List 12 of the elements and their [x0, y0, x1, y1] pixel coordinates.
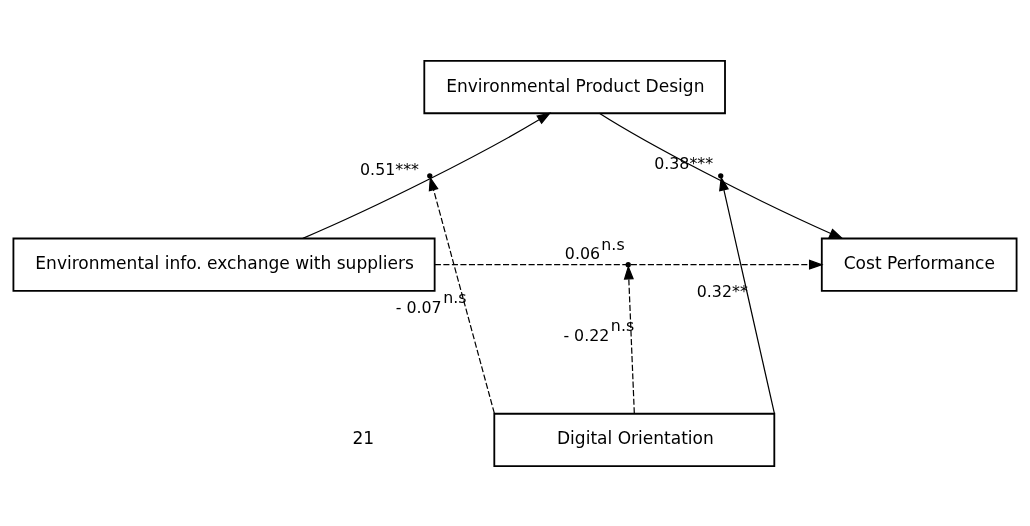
arrow [428, 175, 495, 414]
node-box: Environmental info. exchange with suppliers [12, 237, 436, 292]
arrow [719, 175, 775, 414]
node-box: Environmental Product Design [423, 59, 726, 114]
arrow [623, 264, 635, 414]
node-box: Digital Orientation [493, 412, 776, 467]
arrow [302, 111, 552, 239]
arrow [598, 112, 844, 239]
label: 21 [352, 427, 375, 448]
arrow [434, 259, 824, 270]
edge-label: 0.51*** [360, 159, 420, 179]
node-box: Cost Performance [820, 237, 1018, 292]
